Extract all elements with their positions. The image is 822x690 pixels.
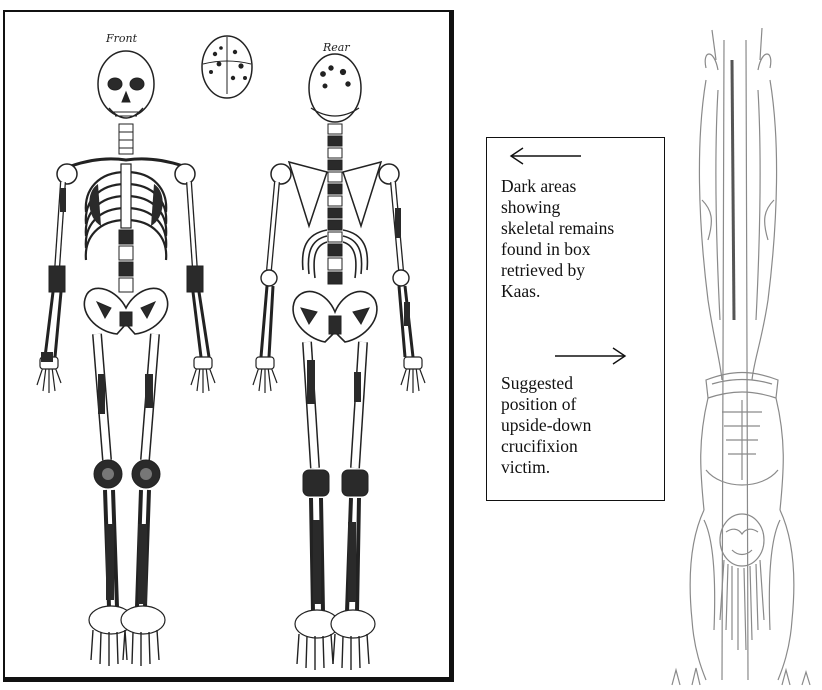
left-arrow-icon — [507, 146, 587, 166]
skeleton-diagram-panel: Front Rear — [3, 10, 454, 682]
rear-label: Rear — [322, 41, 350, 54]
right-arrow-icon — [551, 346, 631, 366]
front-label: Front — [105, 32, 138, 45]
rear-skeleton — [253, 54, 425, 670]
skull-top-view — [202, 36, 252, 98]
legend-box: Dark areas showing skeletal remains foun… — [486, 137, 665, 501]
crucifixion-sketch — [662, 20, 822, 690]
legend-dark-areas-text: Dark areas showing skeletal remains foun… — [501, 176, 661, 302]
legend-victim-text: Suggested position of upside-down crucif… — [501, 373, 661, 478]
front-skeleton — [37, 51, 215, 666]
skeleton-diagram: Front Rear — [5, 12, 449, 677]
